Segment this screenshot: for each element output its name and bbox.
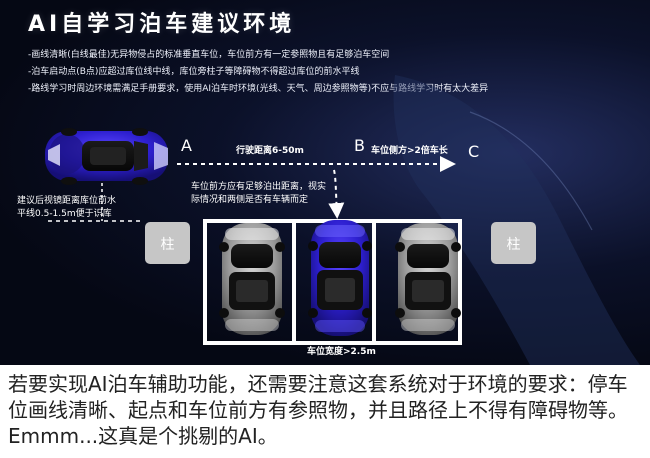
front-note-line-2: 际情况和两侧是否有车辆而定 (191, 193, 308, 205)
requirement-1: -画线清晰(白线最佳)无异物侵占的标准垂直车位，车位前方有一定参照物且有足够泊车… (28, 50, 390, 60)
front-note-line-1: 车位前方应有足够泊出距离，视实 (191, 180, 326, 192)
right-parked-car (395, 223, 461, 335)
route-arrow-b-down (328, 169, 345, 219)
point-a-label: A (181, 136, 192, 155)
point-c-label: C (468, 142, 479, 161)
left-parked-car (219, 223, 285, 335)
left-note-line-1: 建议后视镜距离库位前水 (17, 194, 116, 206)
point-b-label: B (354, 136, 365, 155)
requirement-2: -泊车启动点(B点)应超过库位线中线，库位旁柱子等障碍物不得超过库位的前水平线 (28, 67, 360, 78)
article-caption: 若要实现AI泊车辅助功能，还需要注意这套系统对于环境的要求：停车位画线清晰、起点… (8, 372, 628, 448)
side-distance-label: 车位侧方>2倍车长 (371, 144, 449, 156)
background-reflection (393, 75, 640, 365)
left-pillar-label: 柱 (161, 237, 175, 253)
right-pillar-label: 柱 (507, 237, 521, 253)
requirement-3: -路线学习时周边环境需满足手册要求，使用AI泊车时环境(光线、天气、周边参照物等… (28, 84, 489, 95)
left-pillar: 柱 (145, 222, 190, 264)
right-pillar: 柱 (491, 222, 536, 264)
hero-diagram: AI自学习泊车建议环境 -画线清晰(白线最佳)无异物侵占的标准垂直车位，车位前方… (0, 0, 650, 365)
background-curve (469, 111, 593, 231)
page-title: AI自学习泊车建议环境 (28, 12, 296, 37)
requirements-list: -画线清晰(白线最佳)无异物侵占的标准垂直车位，车位前方有一定参照物且有足够泊车… (28, 47, 638, 98)
parking-width-label: 车位宽度>2.5m (307, 345, 376, 357)
center-parked-car (308, 220, 372, 336)
distance-label: 行驶距离6-50m (235, 144, 304, 156)
parking-diagram: 柱 柱 (17, 75, 640, 365)
approach-car (45, 128, 168, 185)
right-parking-space (372, 219, 462, 345)
left-note-line-2: 平线0.5-1.5m便于识库 (17, 207, 112, 219)
